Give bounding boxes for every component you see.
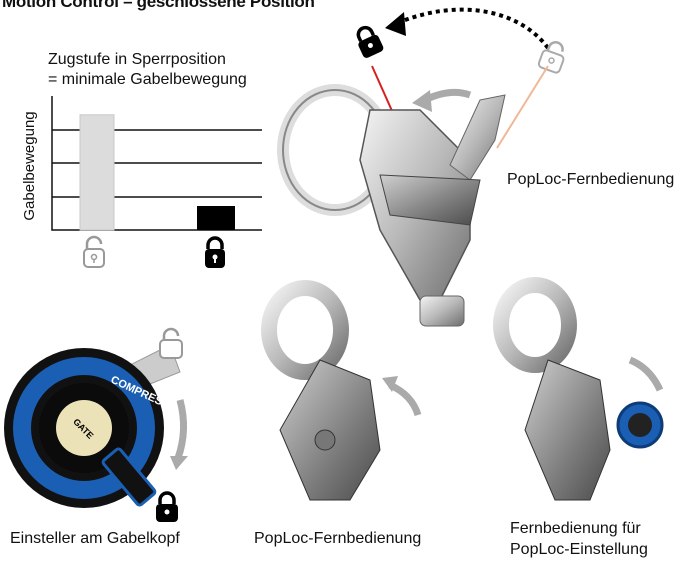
lock-open-icon bbox=[537, 41, 565, 74]
remote-with-adjuster bbox=[493, 277, 664, 501]
adjuster-label-line1: Fernbedienung für bbox=[510, 520, 641, 537]
fork-crown-adjuster: GATE COMPRESSION bbox=[4, 344, 189, 508]
chart-heading-line2: = minimale Gabelbewegung bbox=[48, 71, 247, 88]
poplock-remote-small bbox=[261, 280, 422, 501]
lock-closed-icon bbox=[156, 491, 178, 522]
lock-open-icon bbox=[83, 235, 105, 268]
chart-bar-locked bbox=[197, 206, 235, 230]
dial-label: Einsteller am Gabelkopf bbox=[10, 530, 180, 547]
chart-axes bbox=[51, 96, 262, 231]
diagram-title: Motion Control – geschlossene Position bbox=[2, 0, 315, 11]
chart-heading-line1: Zugstufe in Sperrposition bbox=[48, 51, 226, 68]
chart-bars bbox=[79, 114, 235, 231]
lock-closed-icon bbox=[205, 236, 225, 268]
remote-label: PopLoc-Fernbedienung bbox=[507, 171, 675, 188]
unlocked-pointer-line bbox=[496, 65, 549, 149]
curved-dotted-arrow-icon bbox=[385, 7, 550, 50]
chart-y-axis-label: Gabelbewegung bbox=[21, 111, 38, 220]
lock-closed-icon bbox=[356, 25, 384, 58]
chart-bar-unlocked bbox=[79, 114, 115, 231]
poplock-remote-large bbox=[277, 84, 506, 327]
adjuster-label-line2: PopLoc-Einstellung bbox=[510, 541, 648, 558]
remote-small-label: PopLoc-Fernbedienung bbox=[254, 530, 422, 547]
lock-open-icon bbox=[159, 327, 183, 359]
